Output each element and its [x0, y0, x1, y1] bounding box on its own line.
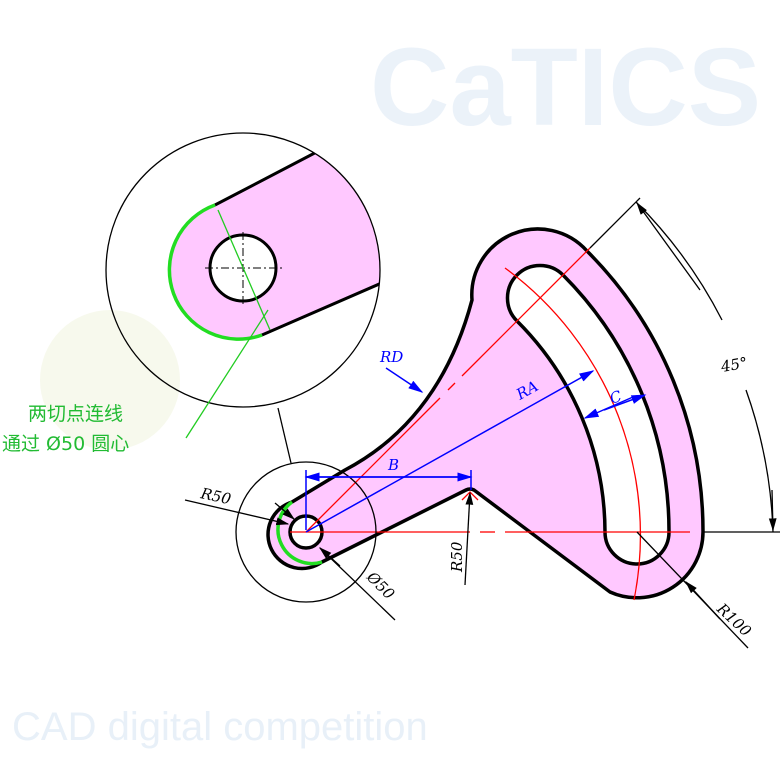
center-lines	[290, 247, 690, 601]
dim-b: B	[387, 456, 399, 474]
dim-rd: RD	[379, 348, 403, 366]
dim-angle: 45°	[719, 354, 749, 377]
watermark: CaTICS CAD digital competition	[12, 26, 761, 749]
watermark-logo: CaTICS	[370, 26, 761, 149]
leader-line	[277, 407, 292, 464]
note-line-2: 通过 Ø50 圆心	[2, 433, 129, 455]
watermark-subtitle: CAD digital competition	[12, 705, 428, 749]
dim-r100: R100	[713, 599, 756, 640]
blue-dimensions	[304, 367, 647, 533]
dim-dia50: Ø50	[362, 567, 398, 603]
detail-view	[105, 132, 381, 408]
watermark-logo-icon	[40, 310, 180, 450]
note-leader	[185, 309, 269, 439]
dim-r50-notch: R50	[448, 541, 466, 573]
detail-marker-circle	[235, 461, 377, 603]
note-line-1: 两切点连线	[28, 403, 123, 425]
black-dimensions	[184, 197, 780, 649]
